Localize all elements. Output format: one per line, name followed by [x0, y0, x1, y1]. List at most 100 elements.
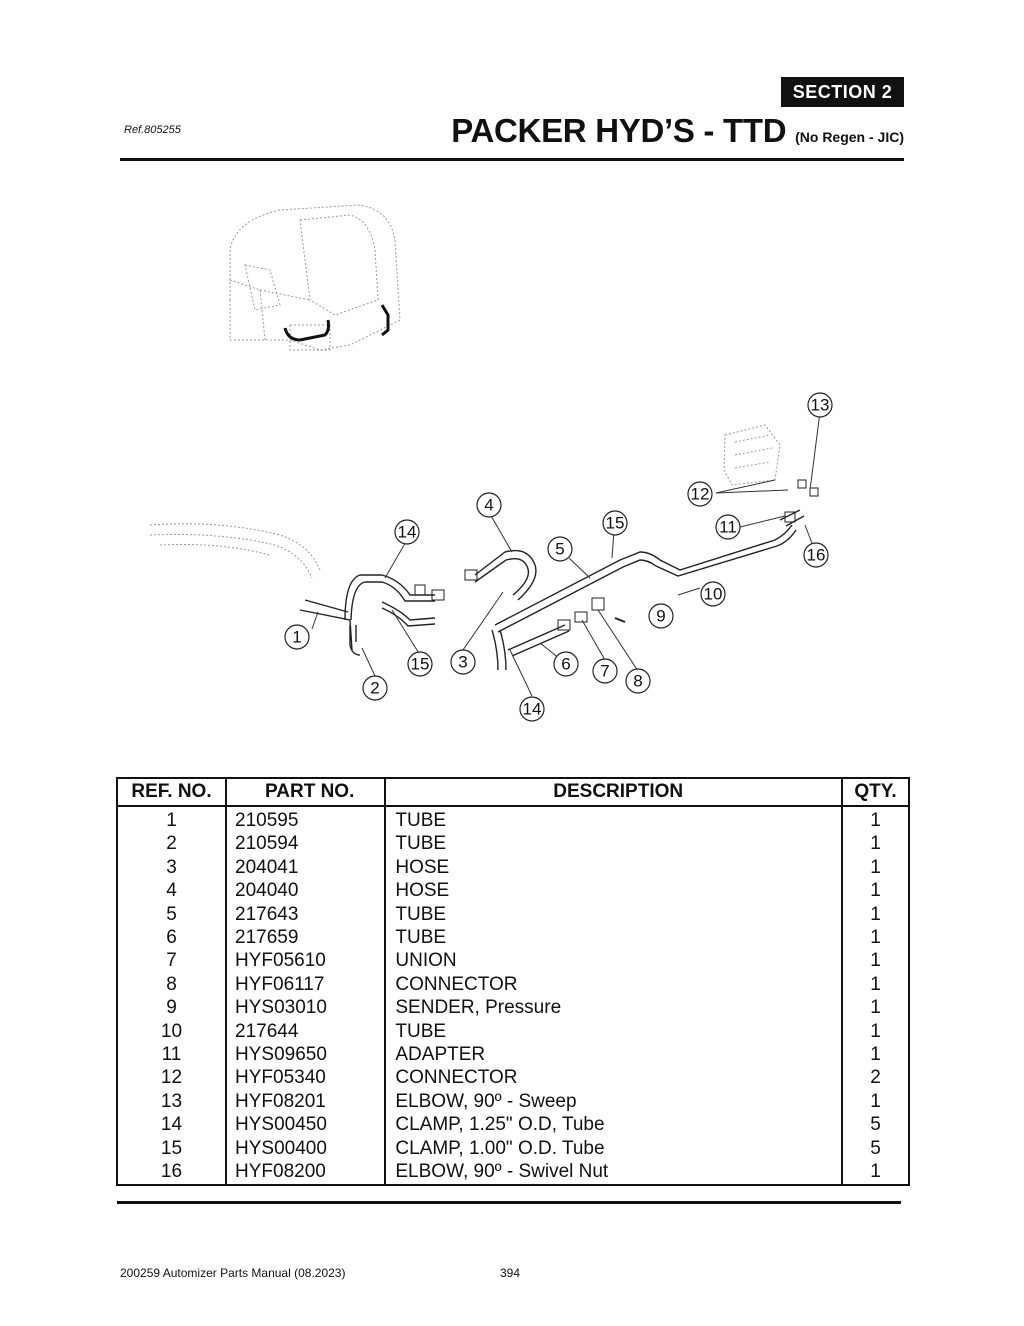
callout-4: 4: [476, 492, 502, 518]
callout-label: 15: [606, 514, 625, 533]
cell-part: HYF05340: [224, 1066, 387, 1090]
callout-2: 2: [362, 675, 388, 701]
callout-10: 10: [700, 581, 726, 607]
callout-label: 9: [656, 607, 665, 626]
callout-label: 4: [484, 496, 493, 515]
cell-ref: 16: [116, 1160, 227, 1185]
callout-5: 5: [547, 536, 573, 562]
cell-qty: 1: [841, 1019, 910, 1044]
page-number: 394: [500, 1266, 521, 1280]
cell-ref: 9: [116, 996, 227, 1020]
reference-number: Ref.805255: [124, 124, 181, 136]
cell-desc: CONNECTOR: [384, 972, 843, 997]
cell-part: 217659: [224, 926, 387, 950]
cell-qty: 1: [841, 972, 910, 997]
cell-part: 210594: [224, 832, 387, 856]
cell-desc: ADAPTER: [384, 1043, 843, 1067]
cell-ref: 8: [116, 972, 227, 997]
callout-label: 11: [719, 518, 737, 537]
callout-label: 15: [411, 655, 430, 674]
page-title: PACKER HYD’S - TTD (No Regen - JIC): [451, 112, 904, 150]
header-part-no: PART NO.: [224, 777, 387, 807]
cell-desc: TUBE: [384, 1019, 843, 1044]
callout-15-lower: 15: [407, 651, 433, 677]
cell-ref: 13: [116, 1089, 227, 1114]
cell-part: 204040: [224, 879, 387, 903]
cell-ref: 7: [116, 949, 227, 973]
header-description: DESCRIPTION: [384, 777, 843, 807]
callout-label: 16: [807, 546, 826, 565]
cell-ref: 11: [116, 1043, 227, 1067]
manual-name: 200259 Automizer Parts Manual (08.2023): [120, 1266, 346, 1280]
cell-ref: 12: [116, 1066, 227, 1090]
callout-14-upper: 14: [394, 519, 420, 545]
valve-bank-ghost: [723, 424, 781, 486]
cell-qty: 1: [841, 926, 910, 950]
cell-desc: CLAMP, 1.25" O.D, Tube: [384, 1113, 843, 1137]
cell-qty: 1: [841, 996, 910, 1020]
callout-label: 7: [600, 662, 609, 681]
cell-desc: UNION: [384, 949, 843, 973]
left-hose-ghost: [149, 523, 321, 579]
callout-label: 14: [398, 523, 417, 542]
cell-ref: 10: [116, 1019, 227, 1044]
cell-qty: 1: [841, 949, 910, 973]
callout-3: 3: [450, 649, 476, 675]
callout-label: 3: [458, 653, 467, 672]
cell-part: HYS00400: [224, 1136, 387, 1161]
callout-label: 2: [370, 679, 379, 698]
title-main: PACKER HYD’S - TTD: [451, 112, 787, 149]
cell-part: HYS09650: [224, 1043, 387, 1067]
cell-qty: 1: [841, 832, 910, 856]
callout-label: 14: [523, 700, 542, 719]
cell-desc: SENDER, Pressure: [384, 996, 843, 1020]
callout-label: 5: [555, 540, 564, 559]
cell-ref: 2: [116, 832, 227, 856]
callout-16: 16: [803, 542, 829, 568]
callout-8: 8: [625, 668, 651, 694]
cell-part: 217644: [224, 1019, 387, 1044]
callout-14-lower: 14: [519, 696, 545, 722]
callout-11: 11: [715, 514, 741, 540]
cell-desc: TUBE: [384, 832, 843, 856]
cell-desc: ELBOW, 90º - Swivel Nut: [384, 1160, 843, 1185]
cell-part: 210595: [224, 806, 387, 833]
table-header-row: REF. NO. PART NO. DESCRIPTION QTY.: [116, 777, 910, 807]
cell-qty: 1: [841, 902, 910, 927]
cell-qty: 1: [841, 1043, 910, 1067]
callout-15-upper: 15: [602, 510, 628, 536]
cell-part: HYS00450: [224, 1113, 387, 1137]
callout-13: 13: [807, 392, 833, 418]
callout-label: 6: [561, 655, 570, 674]
cell-part: 204041: [224, 855, 387, 880]
cell-ref: 15: [116, 1136, 227, 1161]
cell-desc: HOSE: [384, 855, 843, 880]
cell-part: HYF08200: [224, 1160, 387, 1185]
cell-desc: TUBE: [384, 902, 843, 927]
cell-qty: 2: [841, 1066, 910, 1090]
footer-rule: [117, 1201, 901, 1204]
cell-qty: 1: [841, 1160, 910, 1185]
exploded-parts-diagram: 13 12 4 15 11 14 5 16 10 9 1 15 3 6 7 8 …: [149, 204, 833, 722]
cell-desc: TUBE: [384, 926, 843, 950]
header-rule: [120, 158, 904, 161]
cell-qty: 1: [841, 855, 910, 880]
cell-ref: 14: [116, 1113, 227, 1137]
callout-9: 9: [648, 603, 674, 629]
cell-part: 217643: [224, 902, 387, 927]
callout-label: 13: [811, 396, 830, 415]
cell-part: HYF08201: [224, 1089, 387, 1114]
cell-part: HYS03010: [224, 996, 387, 1020]
header-ref-no: REF. NO.: [116, 777, 227, 807]
cell-part: HYF05610: [224, 949, 387, 973]
callout-6: 6: [553, 651, 579, 677]
